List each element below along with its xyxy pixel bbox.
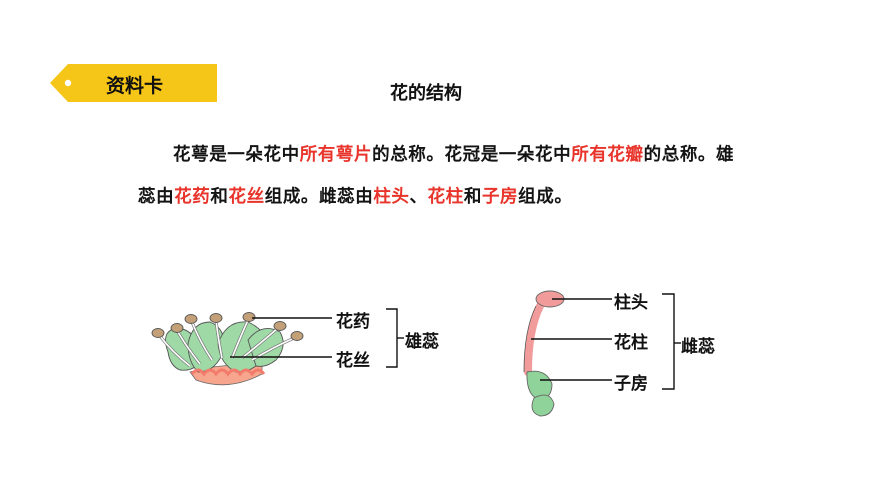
paragraph-text: 的总称。雄蕊由 [138, 145, 735, 207]
highlight-term: 柱头 [373, 187, 410, 207]
label-anther: 花药 [336, 312, 370, 332]
paragraph-text: 组成。 [518, 187, 573, 207]
highlight-term: 花药 [174, 187, 211, 207]
page-title: 花的结构 [390, 83, 462, 104]
paragraph-text: 和 [210, 187, 229, 207]
paragraph-text: 花萼是一朵花中 [173, 145, 300, 165]
paragraph-text: 和 [463, 187, 482, 207]
description-paragraph: 花萼是一朵花中所有萼片的总称。花冠是一朵花中所有花瓣的总称。雄蕊由花药和花丝组成… [138, 134, 738, 218]
label-stigma: 柱头 [614, 293, 648, 313]
label-stamen: 雄蕊 [405, 332, 439, 352]
highlight-term: 子房 [481, 187, 519, 207]
paragraph-text: 、 [409, 187, 428, 207]
highlight-term: 所有花瓣 [571, 145, 644, 165]
tag-label: 资料卡 [106, 75, 164, 97]
highlight-term: 所有萼片 [299, 145, 373, 165]
label-pistil: 雌蕊 [681, 337, 715, 357]
stamen-leader-lines [230, 308, 404, 368]
paragraph-text: 的总称。花冠是一朵花中 [372, 145, 572, 165]
pistil-illustration [523, 290, 565, 417]
paragraph-text: 组成。雌蕊由 [264, 187, 374, 207]
pistil-leader-lines [531, 293, 681, 390]
label-style: 花柱 [614, 333, 648, 353]
stamen-flower-illustration [151, 312, 304, 386]
info-card-tag: 资料卡 [50, 64, 217, 102]
highlight-term: 花丝 [228, 187, 265, 207]
highlight-term: 花柱 [427, 187, 464, 207]
label-filament: 花丝 [336, 351, 370, 371]
tag-shape [50, 64, 217, 102]
label-ovary: 子房 [614, 374, 648, 394]
